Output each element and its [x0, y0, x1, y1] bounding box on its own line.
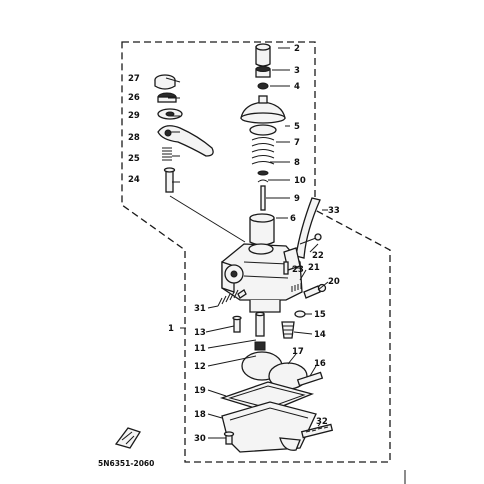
part-24-screw	[163, 167, 176, 193]
part-15-ring	[294, 310, 306, 318]
callout-22: 22	[312, 251, 324, 261]
callout-29: 29	[128, 111, 140, 121]
part-4-ring	[257, 82, 269, 90]
part-code-label: 5N6351-2060	[98, 459, 154, 468]
part-12-main-jet	[254, 341, 266, 351]
callout-17: 17	[292, 347, 304, 357]
part-20-screw	[303, 283, 327, 299]
callout-24: 24	[128, 175, 140, 185]
part-27-cap	[154, 74, 176, 90]
callout-31: 31	[194, 304, 206, 314]
callout-32: 32	[316, 417, 328, 427]
part-25-spring	[162, 147, 172, 161]
callout-26: 26	[128, 93, 140, 103]
callout-11: 11	[194, 344, 206, 354]
part-32-tube	[300, 423, 334, 439]
part-6-throttle-valve	[249, 213, 275, 246]
callout-7: 7	[294, 138, 300, 148]
callout-12: 12	[194, 362, 206, 372]
callout-leaders	[165, 47, 329, 439]
callout-3: 3	[294, 66, 300, 76]
callout-16: 16	[314, 359, 326, 369]
part-14-jet-holder	[281, 321, 295, 339]
part-33-hose	[295, 197, 321, 259]
part-13-jet	[232, 315, 242, 333]
callout-27: 27	[128, 74, 140, 84]
callout-8: 8	[294, 158, 300, 168]
part-7-spring	[251, 137, 275, 165]
callout-9: 9	[294, 194, 300, 204]
leader-24-to-body	[169, 195, 246, 243]
part-31-spring-screw	[217, 289, 247, 307]
part-10-clip	[257, 179, 269, 183]
callout-30: 30	[194, 434, 206, 444]
part-16-pin	[296, 371, 324, 387]
callout-1: 1	[168, 324, 174, 334]
part-29-washer	[157, 108, 183, 120]
part-5-gasket	[249, 124, 277, 136]
part-3-nut	[255, 66, 271, 78]
part-8-clip	[257, 170, 269, 176]
callout-4: 4	[294, 82, 300, 92]
part-11-needle-jet	[255, 311, 265, 337]
callout-6: 6	[290, 214, 296, 224]
callout-2: 2	[294, 44, 300, 54]
callout-33: 33	[328, 206, 340, 216]
part-28-lever	[157, 125, 214, 157]
callout-18: 18	[194, 410, 206, 420]
carburetor-body	[221, 243, 303, 313]
callout-14: 14	[314, 330, 326, 340]
callout-21: 21	[308, 263, 320, 273]
callout-19: 19	[194, 386, 206, 396]
part-22-screw	[299, 233, 322, 245]
part-17-float	[241, 351, 308, 390]
callout-28: 28	[128, 133, 140, 143]
callout-labels: 2 3 4 5 7 8 10 9 6 33 22 23 21 20 31 15 …	[128, 44, 340, 444]
part-9-needle	[260, 185, 266, 211]
part-18-float-bowl	[221, 401, 317, 453]
yamaha-logo-mark	[114, 427, 141, 449]
part-26-nut	[157, 92, 177, 103]
callout-23: 23	[292, 265, 304, 275]
callout-5: 5	[294, 122, 300, 132]
callout-15: 15	[314, 310, 326, 320]
part-5-top-cap	[240, 95, 286, 124]
part-2-cap	[255, 43, 271, 67]
callout-13: 13	[194, 328, 206, 338]
callout-20: 20	[328, 277, 340, 287]
callout-10: 10	[294, 176, 306, 186]
part-21-spring	[291, 283, 302, 292]
part-30-screw	[223, 431, 235, 445]
assembly-boundary	[121, 41, 391, 463]
callout-25: 25	[128, 154, 140, 164]
part-23-plunger	[283, 261, 289, 275]
